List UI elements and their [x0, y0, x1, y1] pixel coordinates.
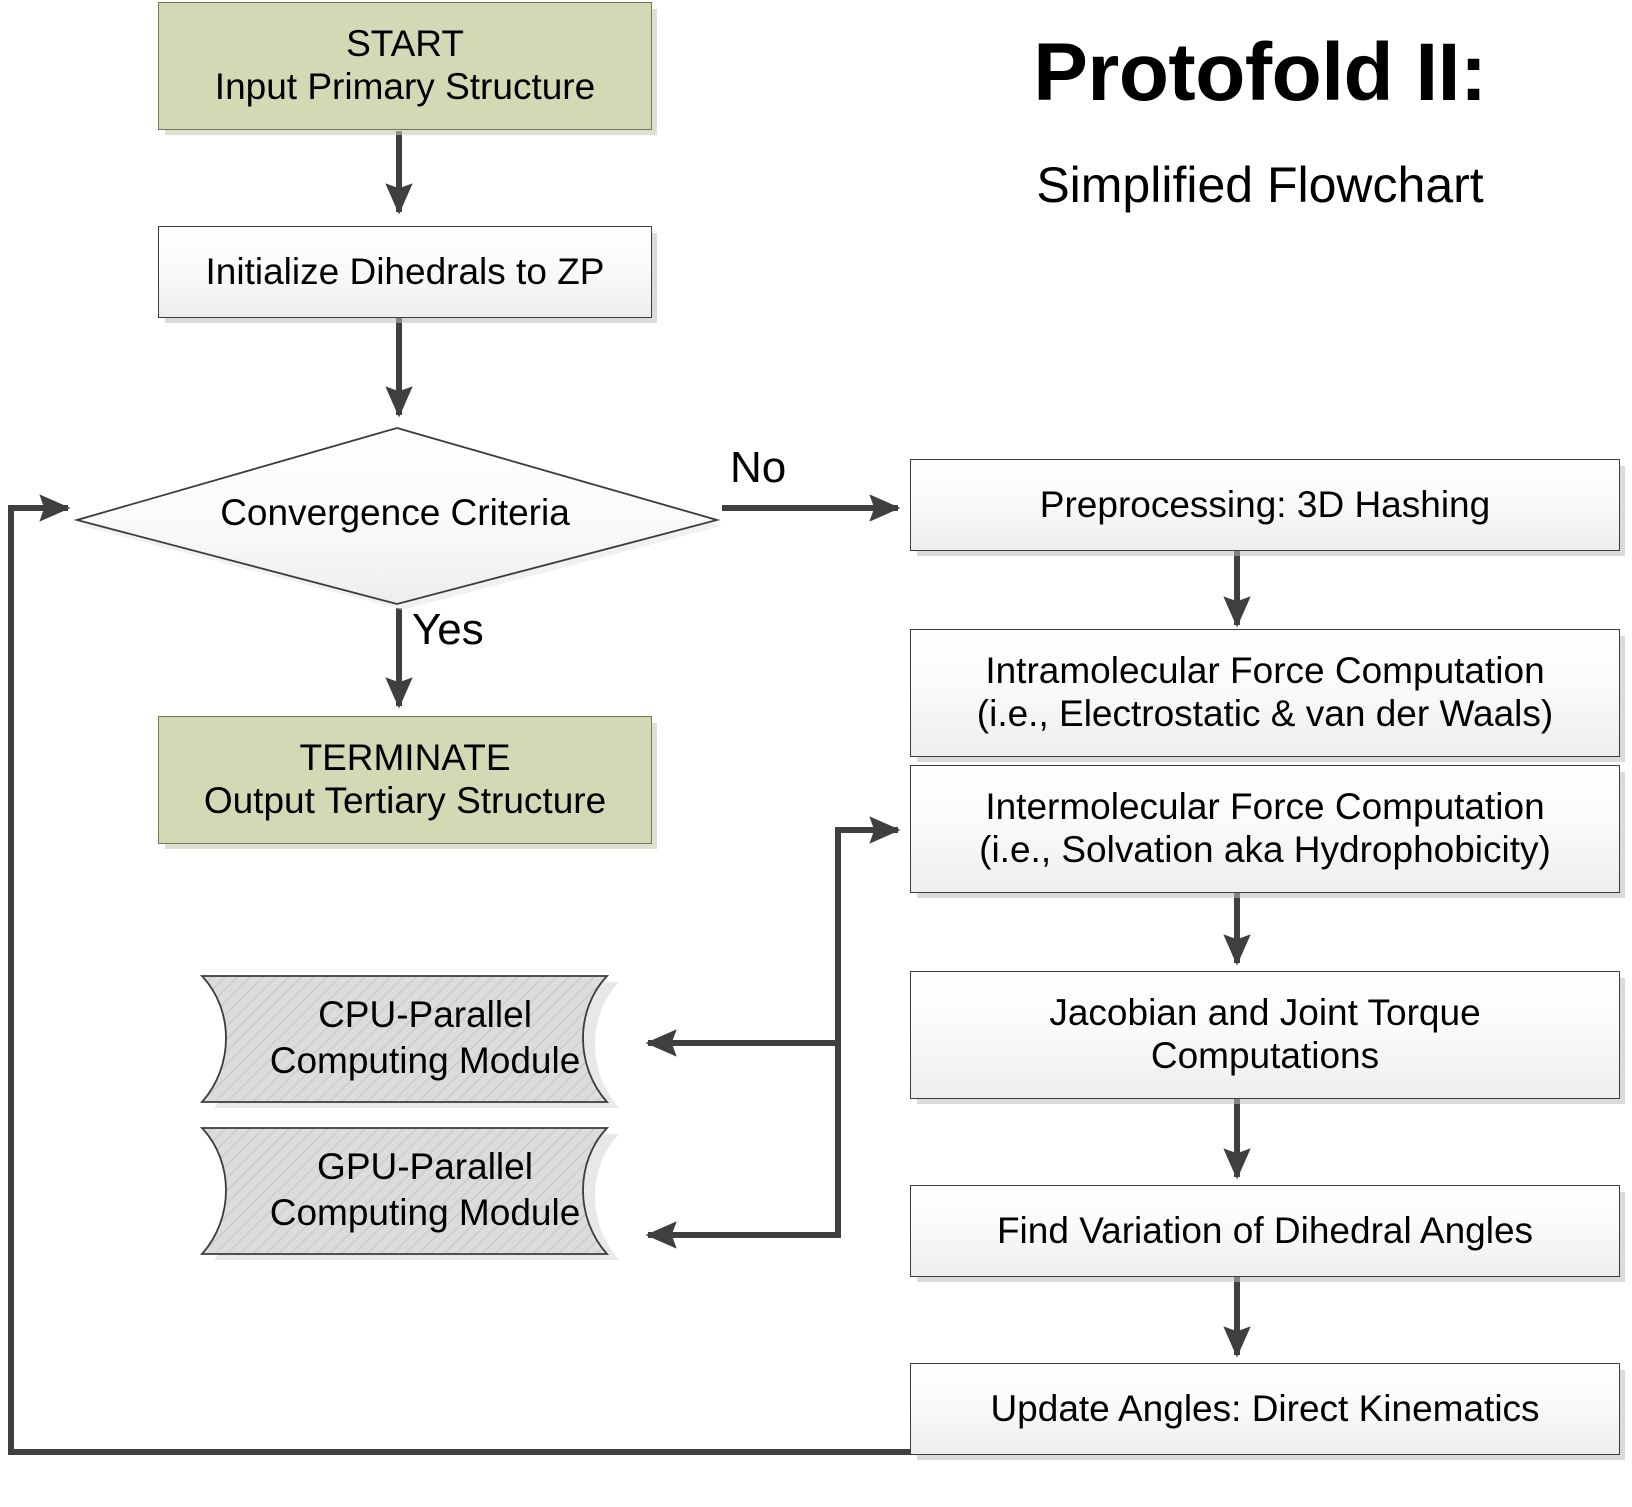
node-jacobian-joint-torque-line2: Computations	[1150, 1035, 1380, 1076]
node-initialize-dihedrals[interactable]: Initialize Dihedrals to ZP	[158, 226, 652, 318]
node-terminate-text: TERMINATE Output Tertiary Structure	[194, 737, 616, 822]
page-subtitle: Simplified Flowchart	[1036, 157, 1484, 214]
page-title: Protofold II:	[1033, 27, 1487, 118]
node-terminate[interactable]: TERMINATE Output Tertiary Structure	[158, 716, 652, 844]
node-preprocessing[interactable]: Preprocessing: 3D Hashing	[910, 459, 1620, 551]
node-intramolecular-force-text: Intramolecular Force Computation (i.e., …	[967, 650, 1563, 735]
node-convergence-criteria-label: Convergence Criteria	[220, 492, 570, 533]
node-gpu-parallel-module-line2: Computing Module	[269, 1192, 581, 1233]
node-intermolecular-force-line1: Intermolecular Force Computation	[985, 786, 1545, 828]
node-intramolecular-force-line2: (i.e., Electrostatic & van der Waals)	[976, 693, 1554, 734]
node-jacobian-joint-torque-line1: Jacobian and Joint Torque	[1049, 992, 1481, 1034]
node-start-line1: START	[346, 23, 464, 65]
node-intermolecular-force[interactable]: Intermolecular Force Computation (i.e., …	[910, 765, 1620, 893]
node-jacobian-joint-torque[interactable]: Jacobian and Joint Torque Computations	[910, 971, 1620, 1099]
node-intermolecular-force-line2: (i.e., Solvation aka Hydrophobicity)	[979, 829, 1551, 870]
node-cpu-parallel-module-label: CPU-Parallel Computing Module	[182, 968, 660, 1108]
node-preprocessing-line1: Preprocessing: 3D Hashing	[1039, 483, 1491, 525]
node-start-text: START Input Primary Structure	[205, 23, 605, 108]
node-update-angles-direct-kinematics-text: Update Angles: Direct Kinematics	[980, 1388, 1549, 1431]
node-terminate-line2: Output Tertiary Structure	[203, 780, 607, 821]
node-terminate-line1: TERMINATE	[299, 737, 511, 779]
node-cpu-parallel-module-line1: CPU-Parallel	[318, 993, 532, 1035]
node-start-line2: Input Primary Structure	[214, 66, 596, 107]
node-find-variation-dihedral-angles[interactable]: Find Variation of Dihedral Angles	[910, 1185, 1620, 1277]
node-find-variation-dihedral-angles-line1: Find Variation of Dihedral Angles	[996, 1209, 1534, 1251]
node-find-variation-dihedral-angles-text: Find Variation of Dihedral Angles	[987, 1210, 1543, 1253]
node-start[interactable]: START Input Primary Structure	[158, 2, 652, 130]
node-jacobian-joint-torque-text: Jacobian and Joint Torque Computations	[1039, 992, 1490, 1077]
node-gpu-parallel-module-line1: GPU-Parallel	[317, 1145, 533, 1187]
edge-label-yes: Yes	[412, 605, 484, 654]
node-convergence-criteria[interactable]: Convergence Criteria	[70, 424, 724, 614]
node-cpu-parallel-module[interactable]: CPU-Parallel Computing Module	[182, 968, 652, 1108]
node-preprocessing-text: Preprocessing: 3D Hashing	[1030, 484, 1500, 527]
node-cpu-parallel-module-line2: Computing Module	[269, 1040, 581, 1081]
node-gpu-parallel-module-label: GPU-Parallel Computing Module	[182, 1120, 660, 1260]
node-intramolecular-force[interactable]: Intramolecular Force Computation (i.e., …	[910, 629, 1620, 757]
node-update-angles-direct-kinematics-line1: Update Angles: Direct Kinematics	[990, 1387, 1540, 1429]
title-block: Protofold II: Simplified Flowchart	[930, 27, 1590, 214]
node-update-angles-direct-kinematics[interactable]: Update Angles: Direct Kinematics	[910, 1363, 1620, 1455]
node-intramolecular-force-line1: Intramolecular Force Computation	[985, 650, 1545, 692]
edge-trunk-to-gpu-module	[645, 1043, 841, 1249]
node-initialize-dihedrals-text: Initialize Dihedrals to ZP	[196, 251, 615, 294]
node-initialize-dihedrals-line1: Initialize Dihedrals to ZP	[205, 250, 605, 292]
edge-trunk-to-intermolecular	[835, 816, 901, 1043]
node-intermolecular-force-text: Intermolecular Force Computation (i.e., …	[969, 786, 1561, 871]
node-gpu-parallel-module[interactable]: GPU-Parallel Computing Module	[182, 1120, 652, 1260]
edge-label-no: No	[730, 443, 787, 492]
